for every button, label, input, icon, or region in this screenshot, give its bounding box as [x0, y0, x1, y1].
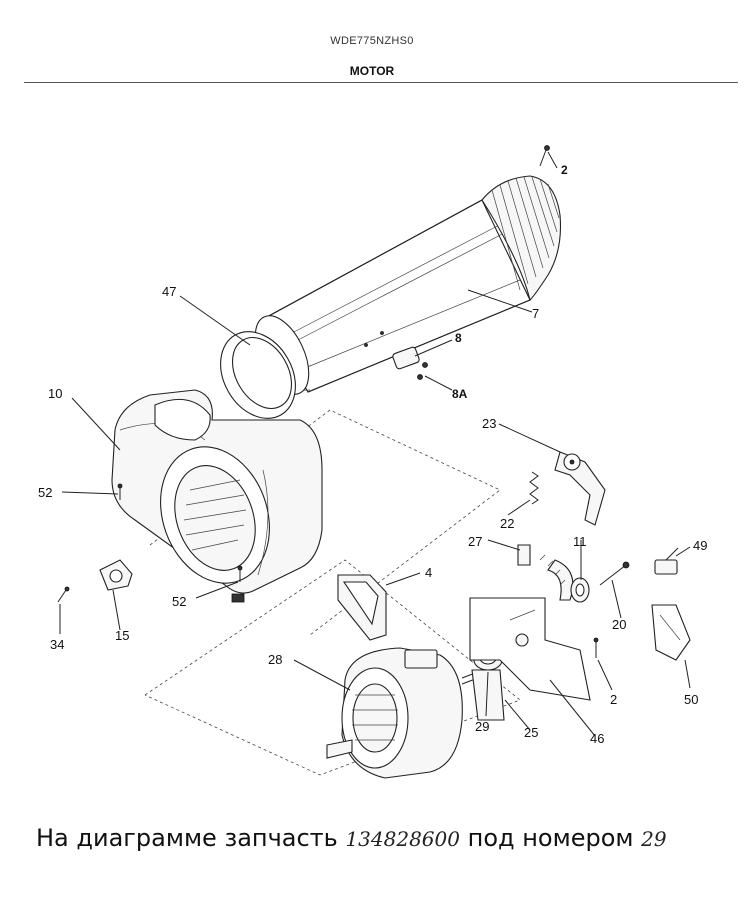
callout-7: 7: [532, 306, 539, 321]
pulley-part: [570, 577, 590, 603]
callout-8a: 8A: [452, 387, 468, 401]
callout-47: 47: [162, 284, 176, 299]
callout-50: 50: [684, 692, 698, 707]
callout-52-bottom: 52: [172, 594, 186, 609]
blower-housing: [111, 389, 323, 603]
housing-screws: [117, 483, 243, 582]
caption-text-before: На диаграмме запчасть: [36, 824, 338, 852]
caption-part-number: 134828600: [345, 827, 460, 851]
callout-22: 22: [500, 516, 514, 531]
door-switch: [654, 547, 679, 575]
switch-bracket: [651, 604, 691, 661]
top-screw: [539, 145, 550, 167]
leader-lines: [59, 151, 691, 737]
callout-4: 4: [425, 565, 432, 580]
callout-28: 28: [268, 652, 282, 667]
thermostat-screw: [57, 586, 70, 603]
callout-49: 49: [693, 538, 707, 553]
callout-23: 23: [482, 416, 496, 431]
drum-clip-hardware: [364, 331, 428, 380]
motor-bracket: [337, 574, 387, 641]
callout-29: 29: [475, 719, 489, 734]
tension-spring: [529, 471, 539, 505]
drive-motor: [326, 647, 479, 779]
drum-part: [254, 175, 562, 395]
model-number: WDE775NZHS0: [330, 35, 414, 47]
thermostat-part: [99, 559, 133, 591]
callout-25: 25: [524, 725, 538, 740]
shaft-part: [599, 561, 630, 586]
callout-11: 11: [573, 534, 587, 549]
callout-15: 15: [115, 628, 129, 643]
clip-part: [517, 544, 531, 566]
callout-27: 27: [468, 534, 482, 549]
callout-2-bottom: 2: [610, 692, 617, 707]
callout-10: 10: [48, 386, 62, 401]
callout-8: 8: [455, 331, 462, 345]
part-caption: На диаграмме запчасть 134828600 под номе…: [36, 824, 667, 852]
callout-52-left: 52: [38, 485, 52, 500]
section-title: MOTOR: [349, 64, 395, 78]
caption-callout-number: 29: [641, 827, 667, 851]
callout-labels: 2 7 47 8 8A 10 52 23 22 27 11 49 4 52 34…: [38, 163, 707, 746]
drum-seal-ring: [220, 331, 296, 419]
mounting-plate: [469, 554, 591, 701]
callout-2-top: 2: [561, 163, 568, 177]
caption-text-middle: под номером: [467, 824, 634, 852]
roller-bracket: [554, 451, 606, 526]
callout-46: 46: [590, 731, 604, 746]
bottom-screw: [593, 637, 599, 658]
callout-20: 20: [612, 617, 626, 632]
callout-34: 34: [50, 637, 64, 652]
header-divider: [24, 82, 738, 83]
assembly-guide-lines: [144, 409, 521, 776]
